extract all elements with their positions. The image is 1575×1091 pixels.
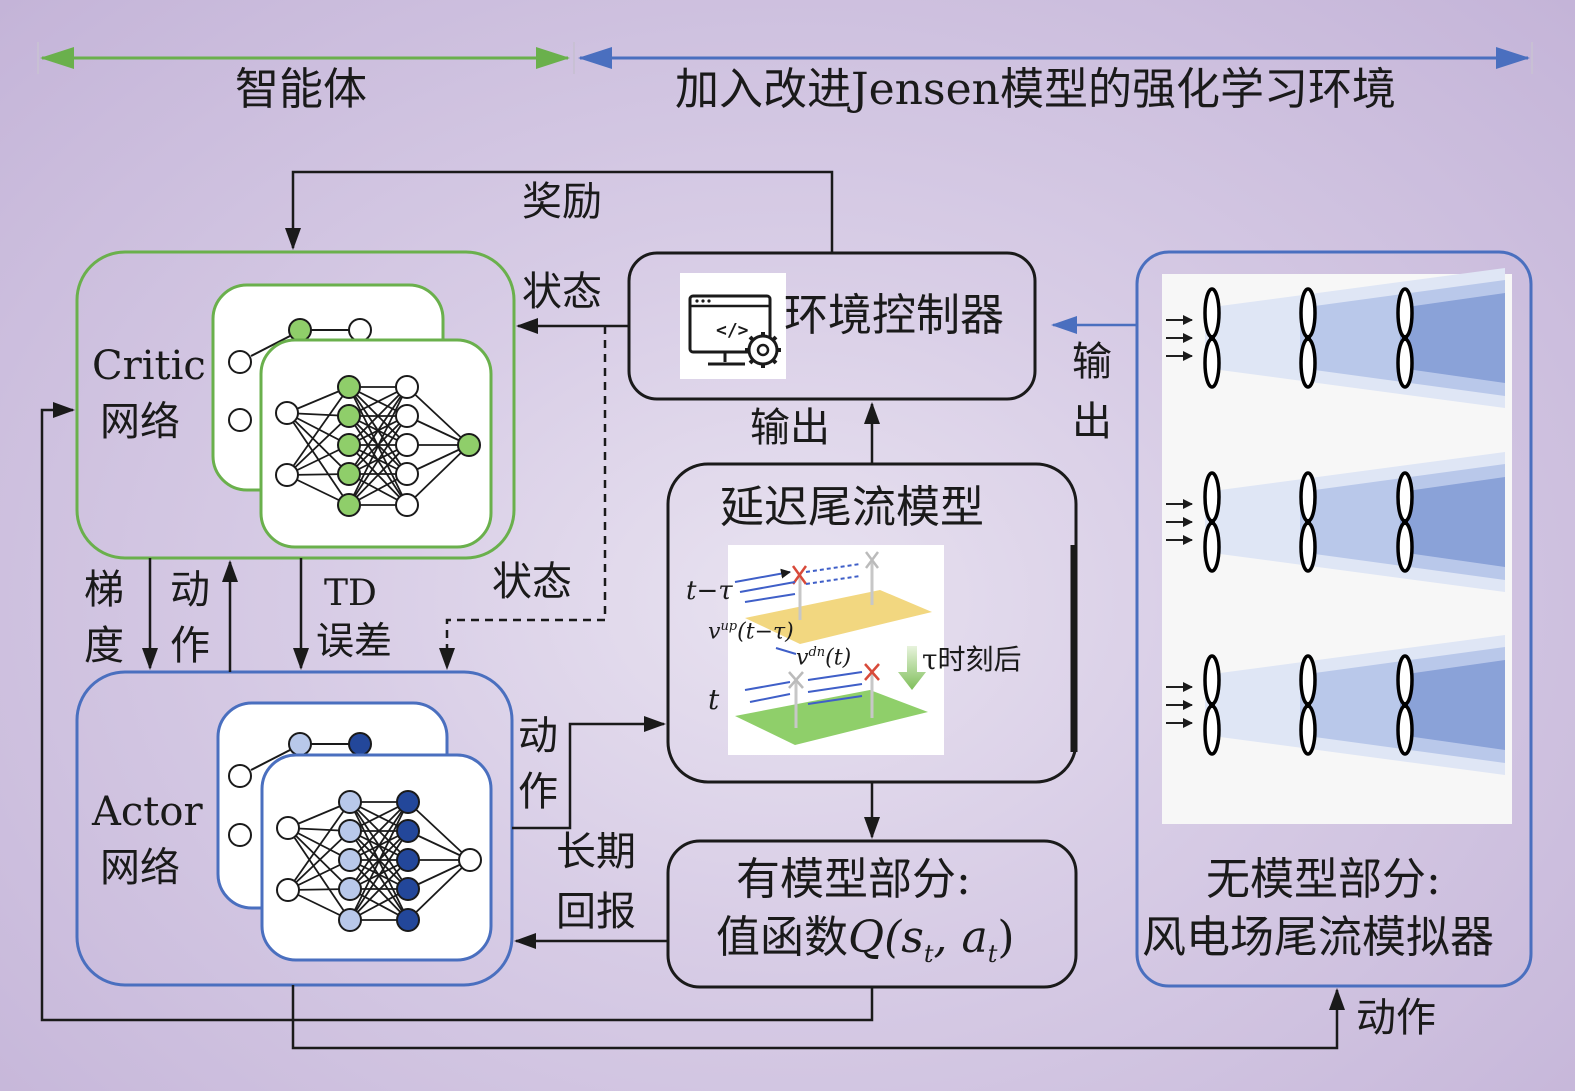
model-free-box	[1135, 250, 1533, 988]
critic-node	[457, 433, 481, 457]
critic-network-front	[259, 338, 493, 549]
state-dashed-label: 状态	[492, 559, 572, 605]
value-function-label: 值函数Q(st, at)	[716, 912, 1015, 968]
agent-title: 智能体	[235, 64, 367, 115]
action-mid-label-1: 动	[518, 713, 558, 759]
turbine-rotor-icon	[1299, 471, 1317, 573]
turbine-rotor-icon	[1299, 654, 1317, 756]
td-label-2: 误差	[316, 619, 393, 663]
gradient-label-1: 梯	[84, 567, 124, 613]
actor-node	[396, 848, 420, 872]
actor-node	[396, 819, 420, 843]
action-to-simulator-arrow	[291, 985, 1345, 1050]
action-mid-label-2: 作	[518, 769, 558, 815]
wind-farm-wake-simulator-image	[1162, 268, 1512, 824]
critic-node	[395, 493, 419, 517]
return-label-2: 回报	[556, 889, 636, 935]
actor-node	[338, 908, 362, 932]
code-monitor-gear-icon: </>	[680, 273, 786, 379]
action-bottom-label: 动作	[1356, 995, 1436, 1041]
tau-after-label: τ时刻后	[922, 643, 1022, 676]
output-right-label-1: 输	[1072, 339, 1112, 385]
actor-name-2: 网络	[100, 845, 180, 891]
turbine-rotor-icon	[1396, 287, 1414, 389]
t-minus-tau-label: t−τ	[686, 576, 733, 606]
env-controller-label: 环境控制器	[784, 290, 1004, 341]
agent-span-arrow	[37, 42, 570, 74]
actor-node	[276, 878, 300, 902]
model-based-title: 有模型部分:	[736, 854, 971, 905]
critic-node	[337, 433, 361, 457]
reward-arrow	[285, 170, 834, 252]
reward-label: 奖励	[522, 179, 602, 225]
critic-name-1: Critic	[92, 343, 206, 389]
critic-node	[337, 493, 361, 517]
actor-name-1: Actor	[92, 789, 203, 835]
actor-node	[276, 816, 300, 840]
model-free-subtitle: 风电场尾流模拟器	[1142, 912, 1494, 963]
actor-node	[458, 848, 482, 872]
delayed-wake-title: 延迟尾流模型	[720, 482, 984, 533]
output-right-label-2: 出	[1072, 399, 1112, 445]
turbine-rotor-icon	[1203, 287, 1221, 389]
vdn-label: vdn(t)	[796, 645, 852, 671]
actor-node	[338, 877, 362, 901]
environment-title: 加入改进Jensen模型的强化学习环境	[675, 64, 1396, 115]
actor-node	[338, 848, 362, 872]
critic-node	[395, 375, 419, 399]
critic-name-2: 网络	[100, 399, 180, 445]
critic-panel	[75, 250, 516, 560]
return-label-1: 长期	[556, 829, 636, 875]
actor-node	[396, 908, 420, 932]
turbine-rotor-icon	[1396, 654, 1414, 756]
actor-node	[338, 790, 362, 814]
turbine-rotor-icon	[1203, 471, 1221, 573]
td-label-1: TD	[324, 573, 377, 614]
critic-node	[395, 462, 419, 486]
actor-network-front	[260, 753, 493, 962]
state-dashed-arrow	[439, 326, 607, 670]
svg-text:</>: </>	[716, 320, 749, 341]
critic-node	[395, 404, 419, 428]
output-label: 输出	[750, 405, 830, 451]
critic-node	[275, 463, 299, 487]
environment-span-arrow	[573, 42, 1533, 74]
action-left-label-2: 作	[170, 623, 210, 669]
turbine-rotor-icon	[1299, 287, 1317, 389]
actor-node	[396, 877, 420, 901]
critic-node	[337, 375, 361, 399]
critic-node	[395, 433, 419, 457]
actor-node	[338, 819, 362, 843]
state-label: 状态	[522, 269, 602, 315]
t-label: t	[708, 683, 720, 716]
actor-node	[396, 790, 420, 814]
delayed-wake-illustration	[728, 545, 944, 755]
action-left-label-1: 动	[170, 567, 210, 613]
vup-label: vup(t−τ)	[708, 619, 794, 645]
gradient-label-2: 度	[84, 623, 124, 669]
action-right-arrow	[512, 716, 666, 830]
critic-node	[337, 404, 361, 428]
model-free-title: 无模型部分:	[1206, 854, 1441, 905]
outer-loop-arrow	[40, 402, 874, 1022]
turbine-rotor-icon	[1396, 471, 1414, 573]
turbine-rotor-icon	[1203, 654, 1221, 756]
critic-node	[337, 462, 361, 486]
critic-node	[275, 401, 299, 425]
